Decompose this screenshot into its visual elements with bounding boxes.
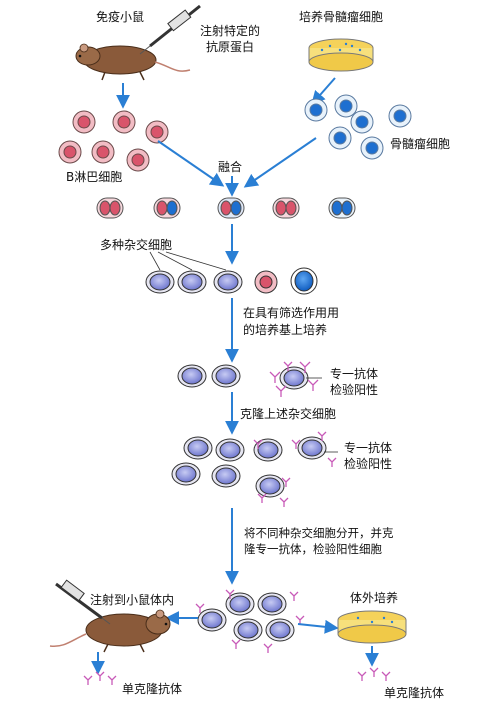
myeloma-cell-group [304, 94, 412, 160]
antibody-cluster-1 [269, 361, 319, 397]
antibody-cluster-left [83, 671, 117, 685]
mouse-top-icon [75, 43, 191, 81]
label-b-cells: B淋巴细胞 [66, 170, 123, 184]
label-monoclonal-antibody-right: 单克隆抗体 [384, 686, 445, 700]
label-hybrid-cells: 多种杂交细胞 [100, 238, 173, 252]
label-clone-hybrids: 克隆上述杂交细胞 [240, 407, 337, 421]
arrow-myeloma-to-fusion [243, 137, 317, 188]
label-monoclonal-antibody-left: 单克隆抗体 [122, 682, 183, 696]
b-lymphocyte-group [58, 110, 169, 172]
label-positive-test-2: 检验阳性 [344, 457, 393, 471]
antibody-cluster-2 [253, 431, 337, 507]
cloned-cell-group [171, 436, 327, 498]
fused-pair-row [96, 197, 356, 219]
label-fusion: 融合 [218, 160, 243, 174]
final-hybridoma-cluster [197, 592, 295, 642]
syringe-top-icon [139, 4, 201, 55]
selected-hybrid-row [177, 364, 309, 390]
label-specific-antibody-1: 专一抗体 [330, 367, 379, 381]
label-in-vitro-culture: 体外培养 [350, 591, 399, 605]
label-immunized-mouse: 免疫小鼠 [96, 10, 145, 24]
petri-dish-top-icon [308, 38, 374, 72]
syringe-bottom-icon [55, 579, 111, 625]
label-selective-medium-1: 在具有筛选作用用 [243, 306, 340, 320]
antibody-cluster-right [357, 667, 391, 681]
label-myeloma-cells: 骨髓瘤细胞 [390, 137, 451, 151]
label-specific-antibody-2: 专一抗体 [344, 441, 393, 455]
label-separate-1: 将不同种杂交细胞分开，并克 [244, 526, 394, 540]
antibody-cluster-3 [195, 589, 305, 653]
mouse-bottom-icon [49, 609, 171, 653]
petri-dish-bottom-icon [337, 610, 407, 644]
arrow-bcells-to-fusion [157, 140, 225, 187]
label-positive-test-1: 检验阳性 [330, 383, 379, 397]
label-separate-2: 隆专一抗体，检验阳性细胞 [244, 542, 382, 556]
label-inject-antigen-1: 注射特定的 [200, 24, 261, 38]
label-inject-into-mouse: 注射到小鼠体内 [90, 593, 175, 607]
hybrid-cell-row [145, 267, 318, 295]
hybrid-pointer-lines [149, 251, 227, 271]
arrow-to-invitro [297, 619, 339, 634]
label-inject-antigen-2: 抗原蛋白 [206, 40, 255, 54]
label-culture-myeloma: 培养骨髓瘤细胞 [299, 10, 384, 24]
label-selective-medium-2: 的培养基上培养 [243, 323, 328, 337]
